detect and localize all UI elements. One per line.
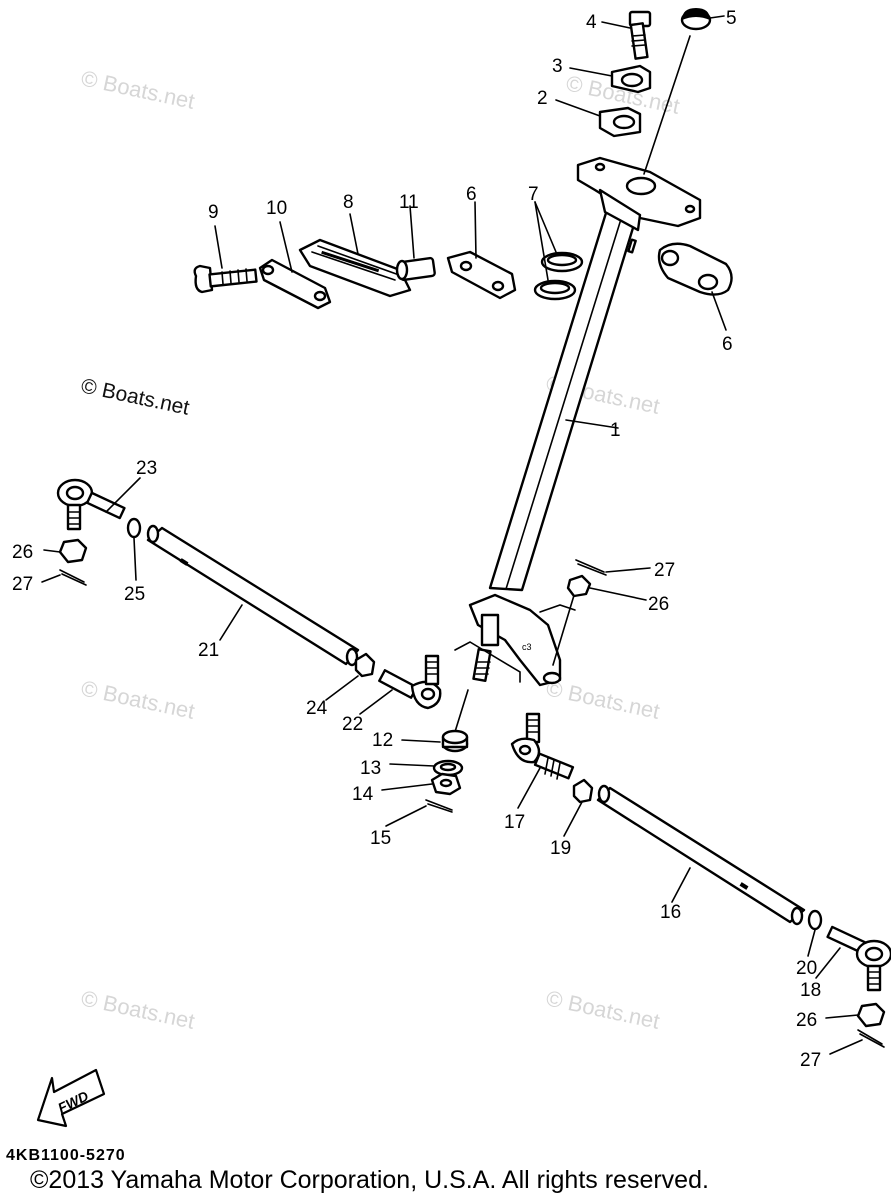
callout-27-bottom-right: 27 [800, 1050, 821, 1071]
leader-lines [41, 15, 863, 1055]
callout-6-left: 6 [466, 184, 477, 205]
tie-rod-end-18 [826, 925, 891, 992]
tie-rod-16 [596, 784, 806, 926]
tie-rod-21 [146, 524, 360, 667]
callout-7: 7 [528, 184, 539, 205]
nut-12 [441, 729, 469, 753]
callout-15: 15 [370, 828, 391, 849]
clamp-upper-3 [610, 64, 652, 94]
washer-13 [432, 759, 464, 777]
watermark-mid-left: © Boats.net [79, 675, 197, 723]
callout-11: 11 [399, 192, 419, 213]
copyright-notice: ©2013 Yamaha Motor Corporation, U.S.A. A… [30, 1166, 709, 1194]
nut-26-upper-right [566, 574, 592, 598]
plate-10 [258, 258, 332, 310]
nut-14 [430, 772, 462, 796]
callout-26-bottom-right: 26 [796, 1010, 817, 1031]
watermark-top-left: © Boats.net [79, 65, 197, 113]
guard-8 [298, 238, 412, 298]
cotter-pin-27-left [59, 569, 87, 586]
callout-17: 17 [504, 812, 525, 833]
callout-5: 5 [726, 8, 737, 29]
callout-13: 13 [360, 758, 381, 779]
callout-25: 25 [124, 584, 145, 605]
callout-3: 3 [552, 56, 563, 77]
cotter-pin-27-upper-right [575, 559, 607, 576]
column-pitman-arm: c3 [468, 593, 562, 687]
cap-5 [680, 8, 712, 31]
arm-mark: c3 [522, 642, 532, 652]
callout-22: 22 [342, 714, 363, 735]
watermark-mid-right-2: © Boats.net [544, 675, 662, 723]
callout-labels: 4 5 3 2 1 9 10 8 11 6 7 6 23 26 27 25 21… [12, 8, 821, 1071]
bolt-9 [193, 264, 258, 294]
callout-14: 14 [352, 784, 374, 805]
bolt-4 [628, 10, 652, 60]
callout-23: 23 [136, 458, 157, 479]
callout-20: 20 [796, 958, 817, 979]
callout-26-left: 26 [12, 542, 33, 563]
nut-19 [572, 778, 594, 804]
callout-19: 19 [550, 838, 571, 859]
callout-1: 1 [610, 420, 621, 441]
watermark-prominent: © Boats.net [79, 374, 192, 419]
tie-rod-end-17 [510, 712, 575, 780]
cotter-pin-15 [425, 799, 453, 813]
tie-rod-end-22 [378, 654, 442, 710]
cotter-pin-27-right-bottom [857, 1029, 885, 1048]
holder-6-left [446, 250, 517, 300]
callout-12: 12 [372, 730, 393, 751]
nut-26-right-bottom [856, 1002, 886, 1028]
callout-21: 21 [198, 640, 219, 661]
callout-2: 2 [537, 88, 548, 109]
column-upper-bracket [576, 156, 702, 232]
fwd-arrow-icon: FWD [36, 1068, 106, 1128]
clamp-lower-2 [598, 106, 642, 138]
callout-24: 24 [306, 698, 328, 719]
callout-27-upper-right: 27 [654, 560, 675, 581]
tie-rod-end-23 [56, 478, 126, 531]
callout-18: 18 [800, 980, 821, 1001]
collar-11 [395, 256, 436, 282]
callout-16: 16 [660, 902, 681, 923]
nut-26-left [58, 538, 88, 564]
watermark-bottom-right: © Boats.net [544, 985, 662, 1033]
callout-4: 4 [586, 12, 597, 33]
callout-26-upper-right: 26 [648, 594, 669, 615]
washer-25 [126, 517, 142, 539]
nut-24 [354, 652, 376, 678]
callout-9: 9 [208, 202, 219, 223]
holder-6-right [657, 242, 733, 296]
watermark-bottom-left: © Boats.net [79, 985, 197, 1033]
callout-6-right: 6 [722, 334, 733, 355]
washer-20 [807, 909, 823, 931]
alignment-lines [453, 591, 576, 736]
diagram-code: 4KB1100-5270 [6, 1147, 126, 1164]
bushings-7 [533, 251, 584, 301]
callout-27-left: 27 [12, 574, 33, 595]
callout-8: 8 [343, 192, 354, 213]
callout-10: 10 [266, 198, 287, 219]
